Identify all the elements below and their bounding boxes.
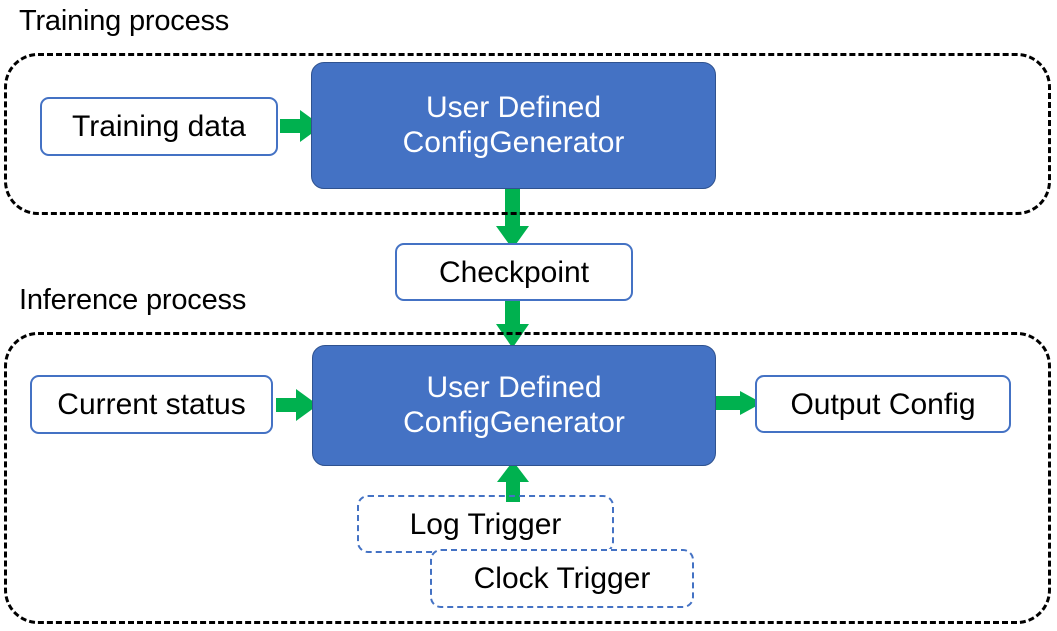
- current-status-node[interactable]: Current status: [30, 375, 273, 434]
- training-config-generator-line1: User Defined: [425, 90, 602, 124]
- checkpoint-label: Checkpoint: [438, 255, 590, 289]
- checkpoint-node[interactable]: Checkpoint: [395, 243, 633, 301]
- log-trigger-label: Log Trigger: [409, 507, 562, 541]
- log-trigger-node[interactable]: Log Trigger: [357, 495, 614, 553]
- training-section-label: Training process: [19, 5, 230, 37]
- output-config-node[interactable]: Output Config: [755, 375, 1011, 433]
- training-data-label: Training data: [72, 110, 246, 143]
- inference-group-container: [4, 332, 1051, 624]
- inference-config-generator-line2: ConfigGenerator: [403, 405, 625, 439]
- training-config-generator-node[interactable]: User Defined ConfigGenerator: [311, 62, 716, 189]
- training-group-container: [4, 53, 1051, 215]
- inference-config-generator-node[interactable]: User Defined ConfigGenerator: [312, 345, 716, 466]
- clock-trigger-node[interactable]: Clock Trigger: [430, 549, 694, 608]
- inference-section-label: Inference process: [19, 284, 247, 316]
- inference-config-generator-line1: User Defined: [426, 370, 602, 404]
- training-data-node[interactable]: Training data: [40, 97, 278, 156]
- clock-trigger-label: Clock Trigger: [473, 562, 651, 595]
- training-config-generator-line2: ConfigGenerator: [402, 125, 625, 159]
- output-config-label: Output Config: [790, 387, 976, 421]
- current-status-label: Current status: [57, 388, 246, 421]
